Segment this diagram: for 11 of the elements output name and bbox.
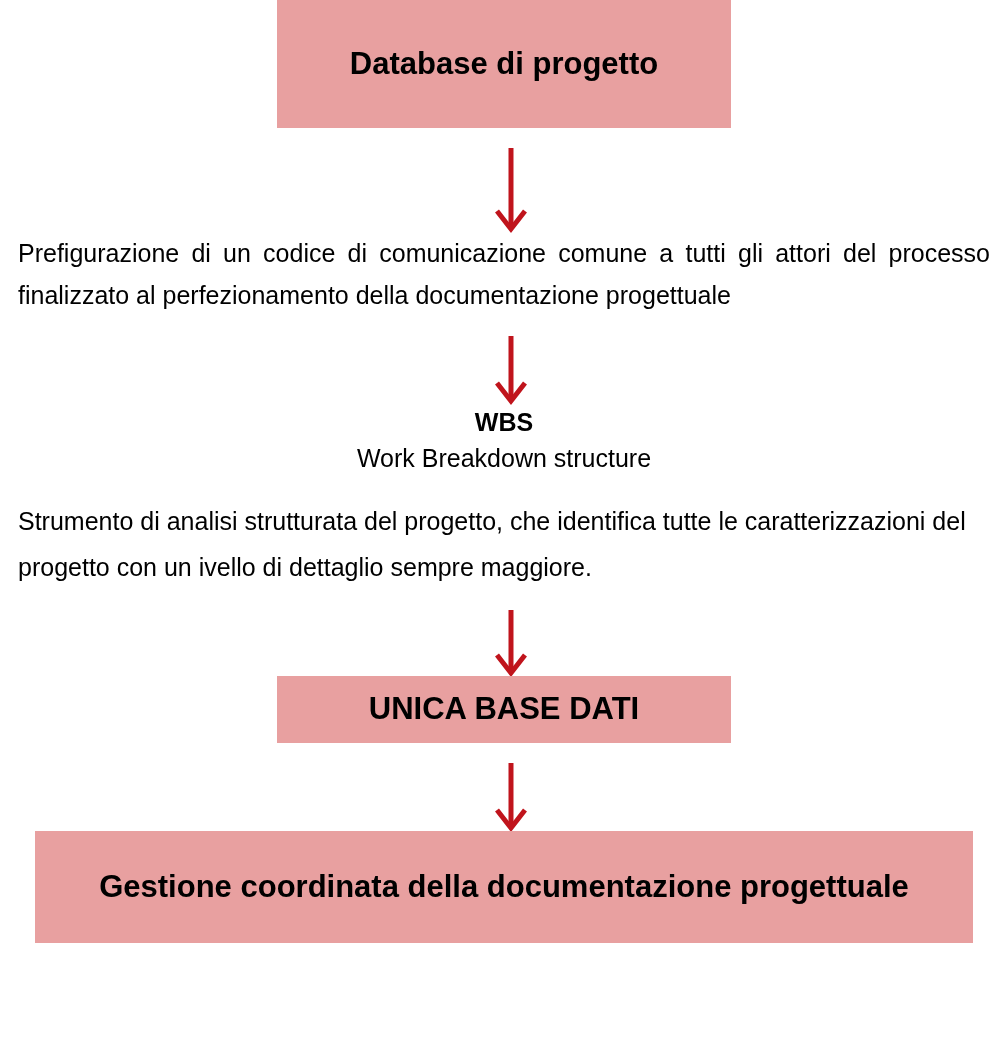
arrow — [495, 148, 527, 234]
description-text: Prefigurazione di un codice di comunicazione comune a tutti gli attori del processo finalizzato al perfezionamento della documentazione progettuale — [18, 232, 990, 316]
process-box: Gestione coordinata della documentazione progettuale — [35, 831, 973, 943]
heading: WBS — [473, 407, 535, 438]
subheading: Work Breakdown structure — [355, 443, 653, 474]
description: Strumento di analisi strutturata del progetto, che identifica tutte le caratterizzazioni del progetto con un ivello di dettaglio sempre maggiore. — [18, 506, 967, 583]
arrow — [495, 610, 527, 678]
process-box: Database di progetto — [277, 0, 731, 128]
arrow — [495, 336, 527, 406]
process-box: UNICA BASE DATI — [277, 676, 731, 743]
arrow — [495, 763, 527, 833]
